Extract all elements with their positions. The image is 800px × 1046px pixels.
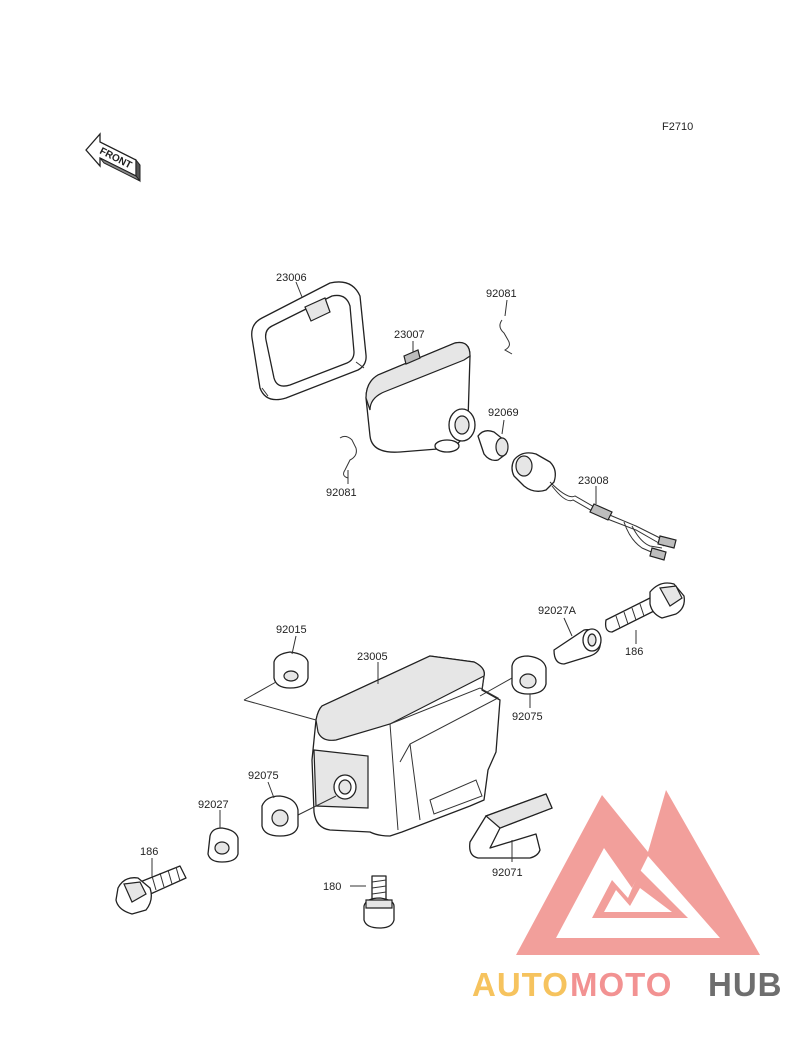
label-23007: 23007: [394, 329, 425, 341]
label-92081-left: 92081: [326, 487, 357, 499]
grommet-92015: [273, 651, 309, 689]
label-92069: 92069: [488, 407, 519, 419]
spring-clip-92081-top: [499, 319, 513, 355]
grommet-92075-right: [511, 655, 547, 695]
watermark-auto: AUTO: [472, 966, 569, 1003]
label-23006: 23006: [276, 272, 307, 284]
label-92081-top: 92081: [486, 288, 517, 300]
grommet-92075-left: [261, 795, 299, 837]
headlight-housing-23007: [365, 341, 476, 453]
collar-92027: [207, 827, 239, 863]
spring-clip-92081-left: [339, 435, 357, 479]
figure-code: F2710: [662, 121, 693, 133]
label-92075-right: 92075: [512, 711, 543, 723]
label-186-right: 186: [625, 646, 643, 658]
label-23005: 23005: [357, 651, 388, 663]
label-23008: 23008: [578, 475, 609, 487]
label-92075-left: 92075: [248, 770, 279, 782]
label-186-left: 186: [140, 846, 158, 858]
housing-cover-23005: [311, 655, 501, 837]
bulb-92069: [477, 430, 509, 462]
collar-92027A: [553, 628, 602, 665]
bracket-92071: [469, 793, 553, 859]
bolt-186-right: [604, 582, 685, 633]
label-92027A: 92027A: [538, 605, 577, 617]
label-180: 180: [323, 881, 341, 893]
label-92015: 92015: [276, 624, 307, 636]
watermark-moto: MOTO: [570, 966, 672, 1003]
bolt-186-left: [115, 865, 187, 915]
bolt-180: [363, 875, 395, 929]
label-92027: 92027: [198, 799, 229, 811]
label-92071: 92071: [492, 867, 523, 879]
automotohub-logo: AUTO MOTO HUB: [472, 790, 783, 1003]
front-arrow-icon: FRONT: [85, 132, 141, 183]
headlight-rim-23006: [251, 281, 367, 401]
socket-wiring-23008: [511, 452, 677, 561]
watermark-hub: HUB: [708, 966, 783, 1003]
